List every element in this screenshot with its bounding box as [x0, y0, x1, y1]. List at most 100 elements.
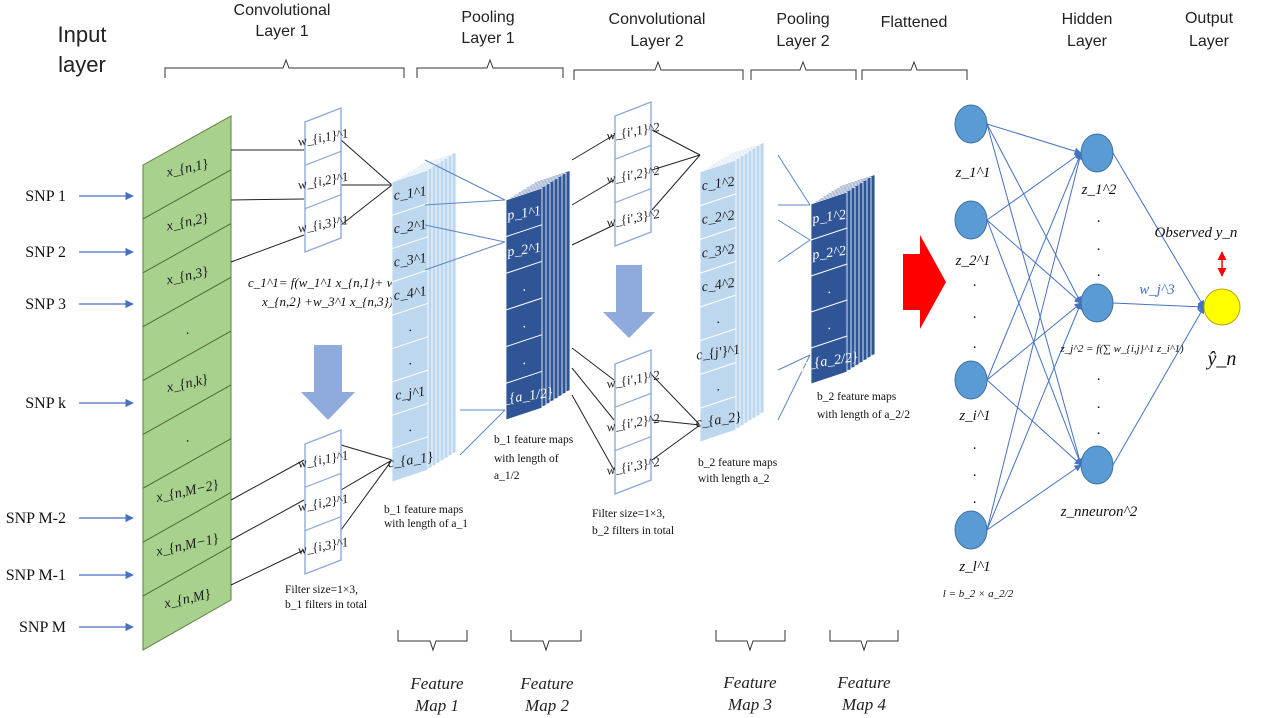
conv2-note-line1: b_2 feature maps: [698, 457, 778, 469]
flattened-label: .: [973, 491, 977, 507]
filter-divider: [614, 188, 652, 204]
feature-map-4-line2: Map 4: [841, 695, 886, 714]
header-flattened: Flattened: [881, 14, 948, 31]
brace-pool2: [750, 60, 857, 80]
input-cell-divider: [142, 276, 232, 328]
filter1-note-line2: b_1 filters in total: [285, 599, 367, 611]
input-cell-divider: [142, 169, 232, 220]
filter-divider: [304, 150, 342, 166]
filter2-note-line1: Filter size=1×3,: [592, 508, 665, 520]
header-pool2-line2: Layer 2: [776, 33, 829, 50]
feature-map-cell-label: .: [521, 316, 527, 331]
dense-connection: [986, 123, 1082, 155]
pool1-note-line1: b_1 feature maps: [494, 434, 574, 446]
formula-line2: x_{n,2} +w_3^1 x_{n,3}): [261, 294, 393, 309]
feature-map-cell-label: c_{a_1}: [387, 450, 434, 471]
conv2-note-line2: with length a_2: [698, 473, 770, 485]
snp-label: SNP 2: [25, 244, 66, 261]
flatten-arrow: [903, 235, 946, 329]
filter1-note: Filter size=1×3, b_1 filters in total: [285, 584, 367, 611]
feature-map-cell-label: c_4^1: [393, 284, 428, 303]
input-cell-label: .: [184, 323, 191, 338]
feature-map-divider: [699, 328, 737, 342]
feature-map-divider: [391, 269, 429, 283]
feature-map-cell-label: p_1^2: [810, 208, 847, 228]
feature-map-cell-label: c_3^1: [393, 251, 428, 270]
flattened-neuron: [954, 510, 988, 550]
feature-map-cell-label: .: [715, 312, 721, 327]
input-cell-divider: [142, 384, 232, 435]
output-neuron: [1203, 288, 1241, 326]
output-connection: [1112, 306, 1205, 466]
dense-network: z_1^1z_2^1...z_i^1...z_l^1l = b_2 × a_2/…: [943, 104, 1241, 600]
dense-connection: [986, 219, 1082, 304]
hidden-formula: z_j^2 = f(∑ w_{i,j}^1 z_i^1): [1059, 343, 1184, 355]
input-cell-label: .: [184, 430, 191, 445]
headers: Input layer Convolutional Layer 1 Poolin…: [58, 2, 1234, 77]
brace-fm3: [715, 630, 786, 652]
weight-label: w_j^3: [1139, 282, 1175, 298]
feature-map-cell-label: c_{a_2}: [695, 410, 742, 431]
header-conv1-line1: Convolutional: [234, 2, 331, 19]
brace-fm4: [829, 630, 899, 652]
pool1-filter2-connections: [571, 129, 701, 471]
conv1-note: b_1 feature maps with length of a_1: [384, 504, 468, 530]
input-cell-divider: [142, 223, 232, 274]
hidden-label: z_1^2: [1081, 182, 1117, 198]
snp-label: SNP M-2: [6, 510, 66, 527]
filter-2-top: w_{i',1}^2w_{i',2}^2w_{i',3}^2: [605, 100, 661, 248]
header-input-line1: Input: [58, 22, 107, 47]
feature-map-divider: [699, 395, 737, 409]
filter-connections: [230, 139, 393, 586]
pool2-note: b_2 feature maps with length of a_2/2: [817, 391, 910, 421]
brace-fm2: [510, 630, 582, 652]
feature-map-cell-label: p_1^1: [505, 204, 542, 224]
dense-connection: [986, 152, 1082, 221]
dense-connection: [986, 123, 1083, 466]
flattened-neuron: [954, 104, 988, 144]
dense-connection: [986, 152, 1083, 531]
header-conv2-line2: Layer 2: [630, 33, 683, 50]
input-cell-divider: [142, 492, 232, 543]
feature-map-divider: [505, 297, 543, 311]
dense-connection: [986, 302, 1082, 531]
hidden-label: .: [1097, 368, 1101, 384]
feature-map-2-line2: Map 2: [524, 696, 569, 715]
hidden-label: .: [1097, 396, 1101, 412]
feature-map-cell-label: .: [407, 320, 413, 335]
input-cell-divider: [142, 330, 232, 381]
feature-map-cell-label: c_j^1: [394, 385, 426, 404]
header-hidden-line2: Layer: [1067, 33, 1108, 50]
header-pool1-line1: Pooling: [461, 9, 514, 26]
feature-map-divider: [810, 299, 848, 313]
feature-map-cell-label: .: [826, 282, 832, 297]
feature-map-cell-label: c_3^2: [701, 242, 736, 261]
snp-label: SNP M-1: [6, 567, 66, 584]
header-pool2-line1: Pooling: [776, 11, 829, 28]
formula-line1: c_1^1= f(w_1^1 x_{n,1}+ w_2^1: [248, 275, 420, 290]
feature-map-cell-label: c_4^2: [701, 276, 736, 295]
feature-map-divider: [391, 402, 429, 416]
conv1-note-line1: b_1 feature maps: [384, 504, 464, 516]
pool-layer-1-stack: p_1^1p_2^1...p_{a_1/2}: [494, 169, 571, 421]
down-arrow-1: [301, 345, 355, 420]
dense-connection: [986, 123, 1082, 304]
feature-map-cell-label: c_{j'}^1: [695, 343, 741, 364]
flattened-label: z_2^1: [955, 253, 991, 269]
feature-map-divider: [391, 369, 429, 383]
feature-map-divider: [699, 362, 737, 375]
feature-map-divider: [391, 436, 429, 450]
hidden-neuron: [1080, 133, 1114, 173]
dense-connection: [986, 464, 1082, 531]
feature-map-divider: [391, 236, 429, 250]
filter-1-top: w_{i,1}^1w_{i,2}^1w_{i,3}^1: [297, 106, 349, 254]
filter-2-bottom: w_{i',1}^2w_{i',2}^2w_{i',3}^2: [605, 348, 661, 496]
brace-pool1: [416, 58, 564, 78]
brace-fm1: [397, 630, 468, 652]
feature-map-4-line1: Feature: [836, 673, 891, 692]
header-conv2-line1: Convolutional: [609, 11, 706, 28]
feature-map-divider: [699, 294, 737, 308]
l-formula: l = b_2 × a_2/2: [943, 588, 1014, 600]
hidden-label: .: [1097, 422, 1101, 438]
